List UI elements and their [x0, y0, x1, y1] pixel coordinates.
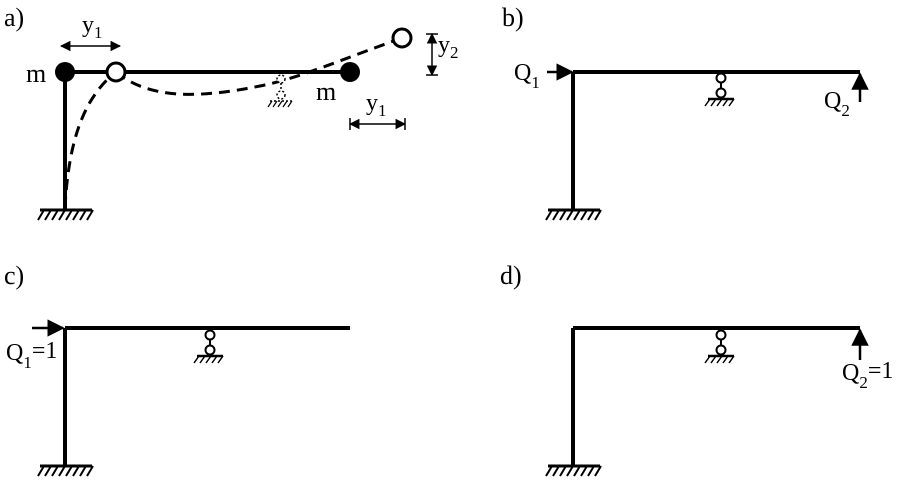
- mass-label-left: m: [26, 59, 46, 88]
- q1-unit-label: Q1=1: [6, 338, 57, 372]
- q1-label: Q1: [514, 60, 540, 92]
- roller-support: [704, 72, 735, 107]
- y2-label: y2: [438, 32, 459, 62]
- fixed-support: [37, 464, 94, 477]
- panel-a-label: a): [4, 3, 24, 32]
- panel-d: d) Q2=1: [500, 261, 893, 477]
- panel-a: a) m m y1: [4, 3, 459, 221]
- panel-d-label: d): [500, 261, 522, 290]
- mass-label-right: m: [316, 77, 336, 106]
- panel-c: c) Q1=1: [4, 261, 350, 477]
- panel-b: b) Q1 Q2: [502, 3, 869, 221]
- deformed-beam: [115, 36, 403, 96]
- mass-right-icon: [340, 62, 360, 82]
- roller-support: [704, 329, 735, 364]
- mass-left-icon: [55, 62, 75, 82]
- y1-right-label: y1: [366, 90, 387, 120]
- roller-support: [193, 329, 224, 364]
- q2-label: Q2: [824, 88, 850, 120]
- y1-top-label: y1: [82, 12, 103, 42]
- fixed-support: [37, 208, 94, 221]
- panel-c-label: c): [4, 261, 24, 290]
- displaced-mass-left-icon: [105, 61, 127, 83]
- q2-unit-label: Q2=1: [842, 358, 893, 392]
- panel-b-label: b): [502, 3, 524, 32]
- displaced-mass-right-icon: [391, 27, 413, 49]
- fixed-support: [545, 208, 602, 221]
- deformed-column: [63, 70, 117, 209]
- fixed-support: [545, 464, 602, 477]
- roller-support-dashed: [267, 74, 293, 108]
